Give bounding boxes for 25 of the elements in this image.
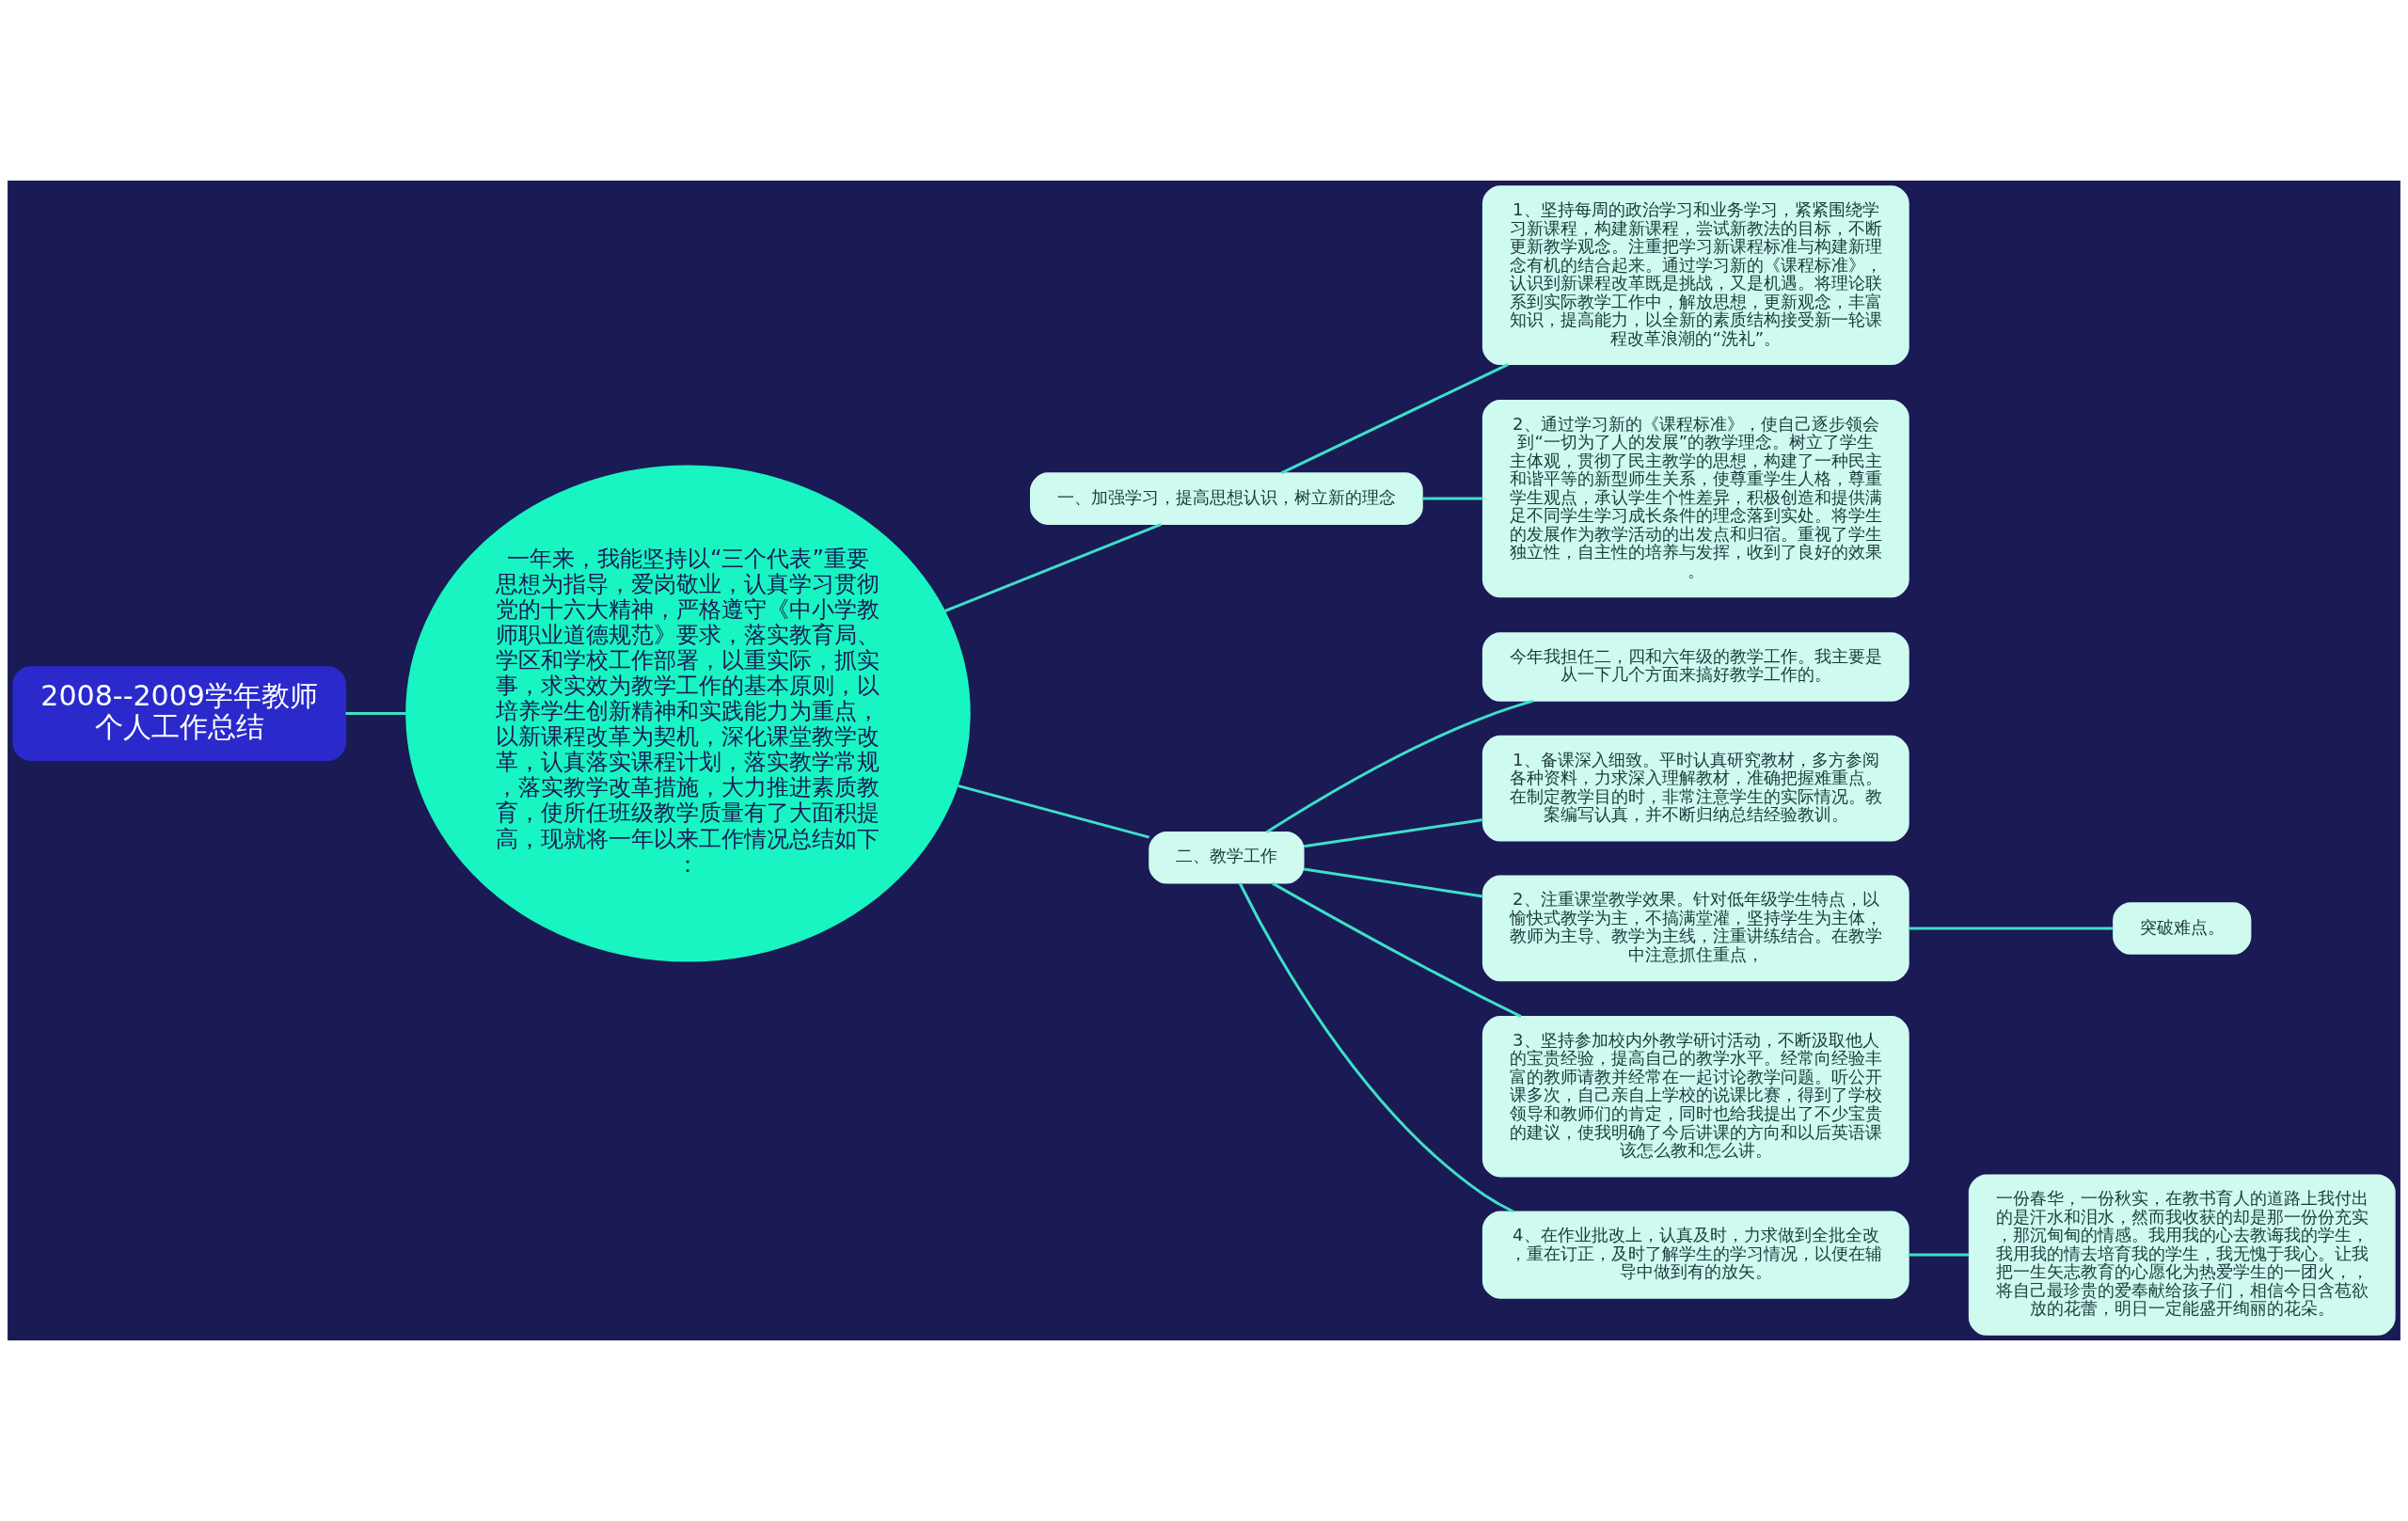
connector	[1303, 818, 1483, 848]
node-box: 一、加强学习，提高思想认识，树立新的理念	[1030, 472, 1423, 525]
connector	[1909, 927, 2114, 930]
connector	[944, 522, 1163, 612]
node-ellipse: 一年来，我能坚持以“三个代表”重要思想为指导，爱岗敬业，认真学习贯彻党的十六大精神，严格遵守《中小学教师职业道德规范》要求，落实教育局、学区和学校工作部署，以重实际，抓实事，求实效为教学工作的基本原则，以培养学生创新精神和实践能力为重点，以新课程改革为契机，深化课堂教学改革，认真落实课程计划，落实教学常规，落实教学改革措施，大力推进素质教育，使所任班级教学质量有了大面积提高，现就将一年以来工作情况总结如下：	[405, 465, 971, 962]
connector	[1909, 1253, 1970, 1257]
connector	[1272, 881, 1522, 1018]
node-box: 2008--2009学年教师个人工作总结	[12, 666, 346, 761]
node-box: 2、注重课堂教学效果。针对低年级学生特点，以愉快式教学为主，不搞满堂灌，坚持学生为主体，教师为主导、教学为主线，注重讲练结合。在教学中注意抓住重点，	[1481, 875, 1909, 982]
connector	[345, 712, 406, 716]
connector	[1265, 699, 1534, 834]
node-box: 1、备课深入细致。平时认真研究教材，多方参阅各种资料，力求深入理解教材，准确把握难重点。在制定教学目的时，非常注意学生的实际情况。教案编写认真，并不断归纳总结经验教训。	[1481, 735, 1909, 842]
node-box: 1、坚持每周的政治学习和业务学习，紧紧围绕学习新课程，构建新课程，尝试新教法的目标，不断更新教学观念。注重把学习新课程标准与构建新理念有机的结合起来。通过学习新的《课程标准》，认识到新课程改革既是挑战，又是机遇。将理论联系到实际教学工作中，解放思想，更新观念，丰富知识，提高能力，以全新的素质结构接受新一轮课程改革浪潮的“洗礼”。	[1481, 185, 1909, 366]
connector	[1303, 867, 1483, 898]
node-box: 4、在作业批改上，认真及时，力求做到全批全改，重在订正，及时了解学生的学习情况，以便在辅导中做到有的放矢。	[1481, 1211, 1909, 1299]
connector	[1238, 882, 1514, 1213]
node-box: 2、通过学习新的《课程标准》，使自己逐步领会到“一切为了人的发展”的教学理念。树立了学生主体观，贯彻了民主教学的思想，构建了一种民主和谐平等的新型师生关系，使尊重学生人格，尊重学生观点，承认学生个性差异，积极创造和提供满足不同学生学习成长条件的理念落到实处。将学生的发展作为教学活动的出发点和归宿。重视了学生独立性，自主性的培养与发挥，收到了良好的效果。	[1481, 399, 1909, 598]
node-box: 今年我担任二，四和六年级的教学工作。我主要是从一下几个方面来搞好教学工作的。	[1481, 632, 1909, 702]
node-box: 一份春华，一份秋实，在教书育人的道路上我付出的是汗水和泪水，然而我收获的却是那一份份充实，那沉甸甸的情感。我用我的心去教诲我的学生，我用我的情去培育我的学生，我无愧于我心。让我把一生矢志教育的心愿化为热爱学生的一团火，，将自己最珍贵的爱奉献给孩子们，相信今日含苞欲放的花蕾，明日一定能盛开绚丽的花朵。	[1968, 1174, 2396, 1336]
node-box: 突破难点。	[2113, 902, 2252, 955]
connector	[1280, 363, 1510, 475]
node-box: 3、坚持参加校内外教学研讨活动，不断汲取他人的宝贵经验，提高自己的教学水平。经常向经验丰富的教师请教并经常在一起讨论教学问题。听公开课多次，自己亲自上学校的说课比赛，得到了学校领导和教师们的肯定，同时也给我提出了不少宝贵的建议，使我明确了今后讲课的方向和以后英语课该怎么教和怎么讲。	[1481, 1016, 1909, 1178]
node-box: 二、教学工作	[1149, 832, 1305, 884]
connector	[958, 784, 1150, 839]
connector	[1422, 497, 1483, 500]
